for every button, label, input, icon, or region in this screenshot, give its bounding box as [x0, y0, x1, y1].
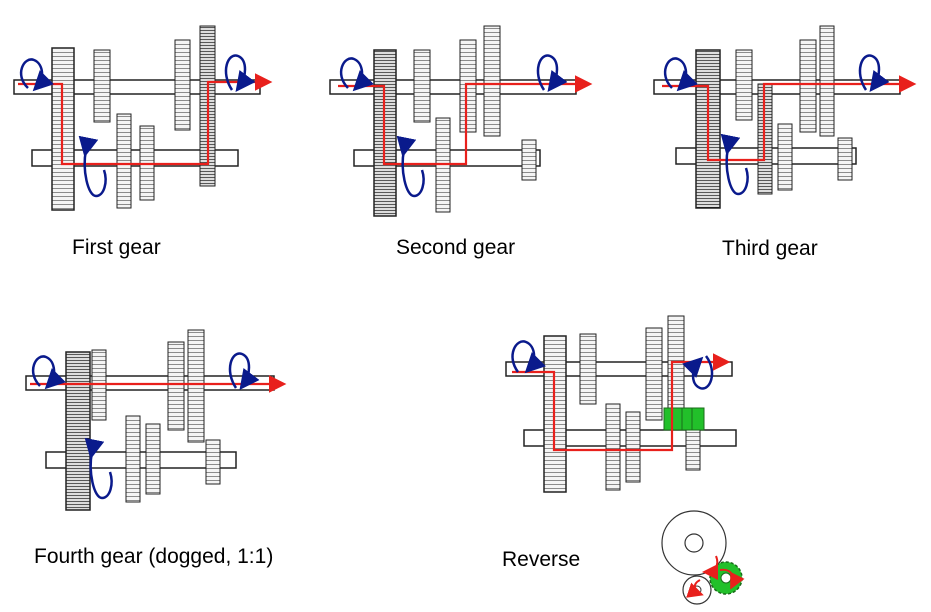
power-flow-arrow-icon	[662, 75, 917, 162]
gear-icon	[205, 439, 221, 485]
power-flow-arrow-icon	[338, 75, 593, 166]
gear-icon	[695, 49, 721, 209]
gear-icon	[125, 415, 141, 503]
gear-icon	[65, 351, 91, 511]
reverse-idler-gear	[663, 407, 705, 431]
second-gear-diagram	[329, 25, 593, 217]
gear-icon	[167, 341, 185, 431]
gear-icon	[685, 425, 701, 471]
gear-icon	[187, 329, 205, 443]
rotation-arrow-icon	[396, 135, 425, 198]
first-gear-diagram	[13, 25, 273, 211]
gear-icon	[819, 25, 835, 137]
gear-icon	[605, 403, 621, 491]
gear-icon	[799, 39, 817, 133]
gear-icon	[645, 327, 663, 421]
rotation-arrow-icon	[84, 437, 113, 500]
rotation-arrow-icon	[31, 355, 66, 390]
power-flow-arrow-icon	[18, 73, 273, 166]
rotation-arrow-icon	[858, 54, 890, 93]
rotation-arrow-icon	[78, 135, 107, 198]
gear-icon	[735, 49, 753, 121]
rotation-arrow-icon	[702, 555, 719, 580]
rotation-arrow-icon	[536, 54, 568, 93]
gear-icon	[459, 39, 477, 133]
reverse-end-view	[661, 510, 745, 605]
fourth-gear-diagram	[25, 329, 287, 511]
caption-reverse: Reverse	[502, 548, 581, 571]
gear-icon	[625, 411, 641, 483]
reverse-diagram	[505, 315, 745, 605]
rotation-arrow-icon	[228, 352, 260, 391]
gear-icon	[777, 123, 793, 191]
rotation-arrow-icon	[682, 355, 714, 390]
caption-third-gear: Third gear	[722, 237, 818, 260]
gear-icon	[483, 25, 501, 137]
rotation-arrow-icon	[511, 340, 546, 374]
rotation-arrow-icon	[663, 57, 698, 92]
caption-fourth-gear: Fourth gear (dogged, 1:1)	[34, 545, 274, 568]
shaft-icon	[505, 361, 733, 377]
gear-icon	[413, 49, 431, 123]
rotation-arrow-icon	[339, 57, 374, 92]
gear-icon	[174, 39, 191, 131]
gear-icon	[116, 113, 132, 209]
gear-icon	[579, 333, 597, 405]
rotation-arrow-icon	[686, 579, 704, 598]
rotation-arrow-icon	[720, 133, 749, 196]
gear-icon	[837, 137, 853, 181]
third-gear-diagram	[653, 25, 917, 209]
gear-icon	[145, 423, 161, 495]
caption-second-gear: Second gear	[396, 236, 516, 259]
rotation-arrow-icon	[719, 568, 745, 590]
rotation-arrow-icon	[19, 58, 54, 92]
caption-first-gear: First gear	[72, 236, 161, 259]
rotation-arrow-icon	[224, 54, 256, 93]
gear-icon	[93, 49, 111, 123]
power-flow-arrow-icon	[512, 353, 731, 452]
gear-icon	[521, 139, 537, 181]
